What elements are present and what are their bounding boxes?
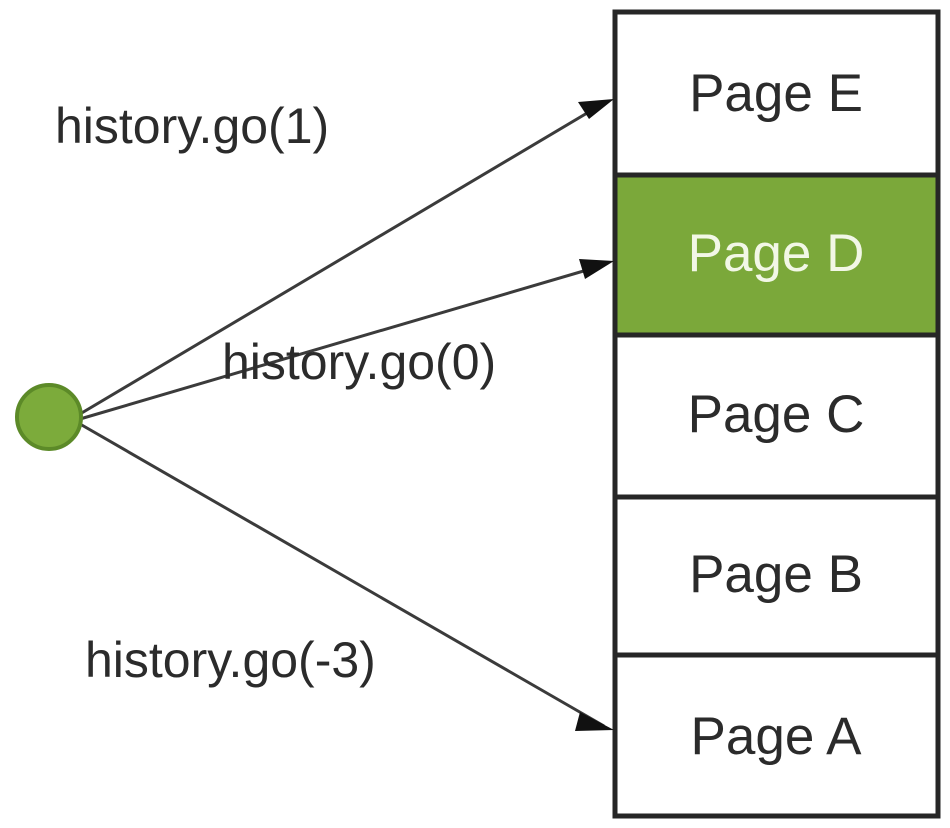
arrow-labels: history.go(1) history.go(0) history.go(-… <box>55 98 496 688</box>
arrow-history-go-1 <box>79 99 614 416</box>
page-d-label: Page D <box>688 224 865 283</box>
stack-item-page-c[interactable]: Page C <box>612 332 941 500</box>
arrow-line-go-minus-3 <box>79 422 605 728</box>
stack-item-page-b[interactable]: Page B <box>612 494 941 658</box>
page-d-box[interactable] <box>612 172 941 338</box>
navigation-arrows <box>79 99 614 731</box>
arrow-head-go-0 <box>579 259 614 279</box>
page-a-box[interactable] <box>612 652 941 819</box>
arrow-history-go-minus-3 <box>79 422 614 731</box>
page-b-label: Page B <box>689 545 863 604</box>
page-e-label: Page E <box>689 64 863 123</box>
label-history-go-1: history.go(1) <box>55 98 329 154</box>
stack-item-page-a[interactable]: Page A <box>612 652 941 819</box>
label-history-go-0: history.go(0) <box>222 334 496 390</box>
page-a-label: Page A <box>691 707 863 766</box>
arrow-line-go-1 <box>79 101 605 416</box>
page-c-label: Page C <box>688 385 865 444</box>
current-position-node[interactable] <box>15 383 83 451</box>
arrow-head-go-minus-3 <box>575 712 614 731</box>
arrow-line-go-0 <box>79 263 605 421</box>
history-stack: Page E Page D Page C Page B Page A <box>612 9 941 819</box>
stack-item-page-d[interactable]: Page D <box>612 172 941 338</box>
stack-item-page-e[interactable]: Page E <box>612 9 941 178</box>
arrow-history-go-0 <box>79 259 614 421</box>
page-e-box[interactable] <box>612 9 941 178</box>
page-b-box[interactable] <box>612 494 941 658</box>
label-history-go-minus-3: history.go(-3) <box>85 632 376 688</box>
arrow-head-go-1 <box>578 99 614 119</box>
